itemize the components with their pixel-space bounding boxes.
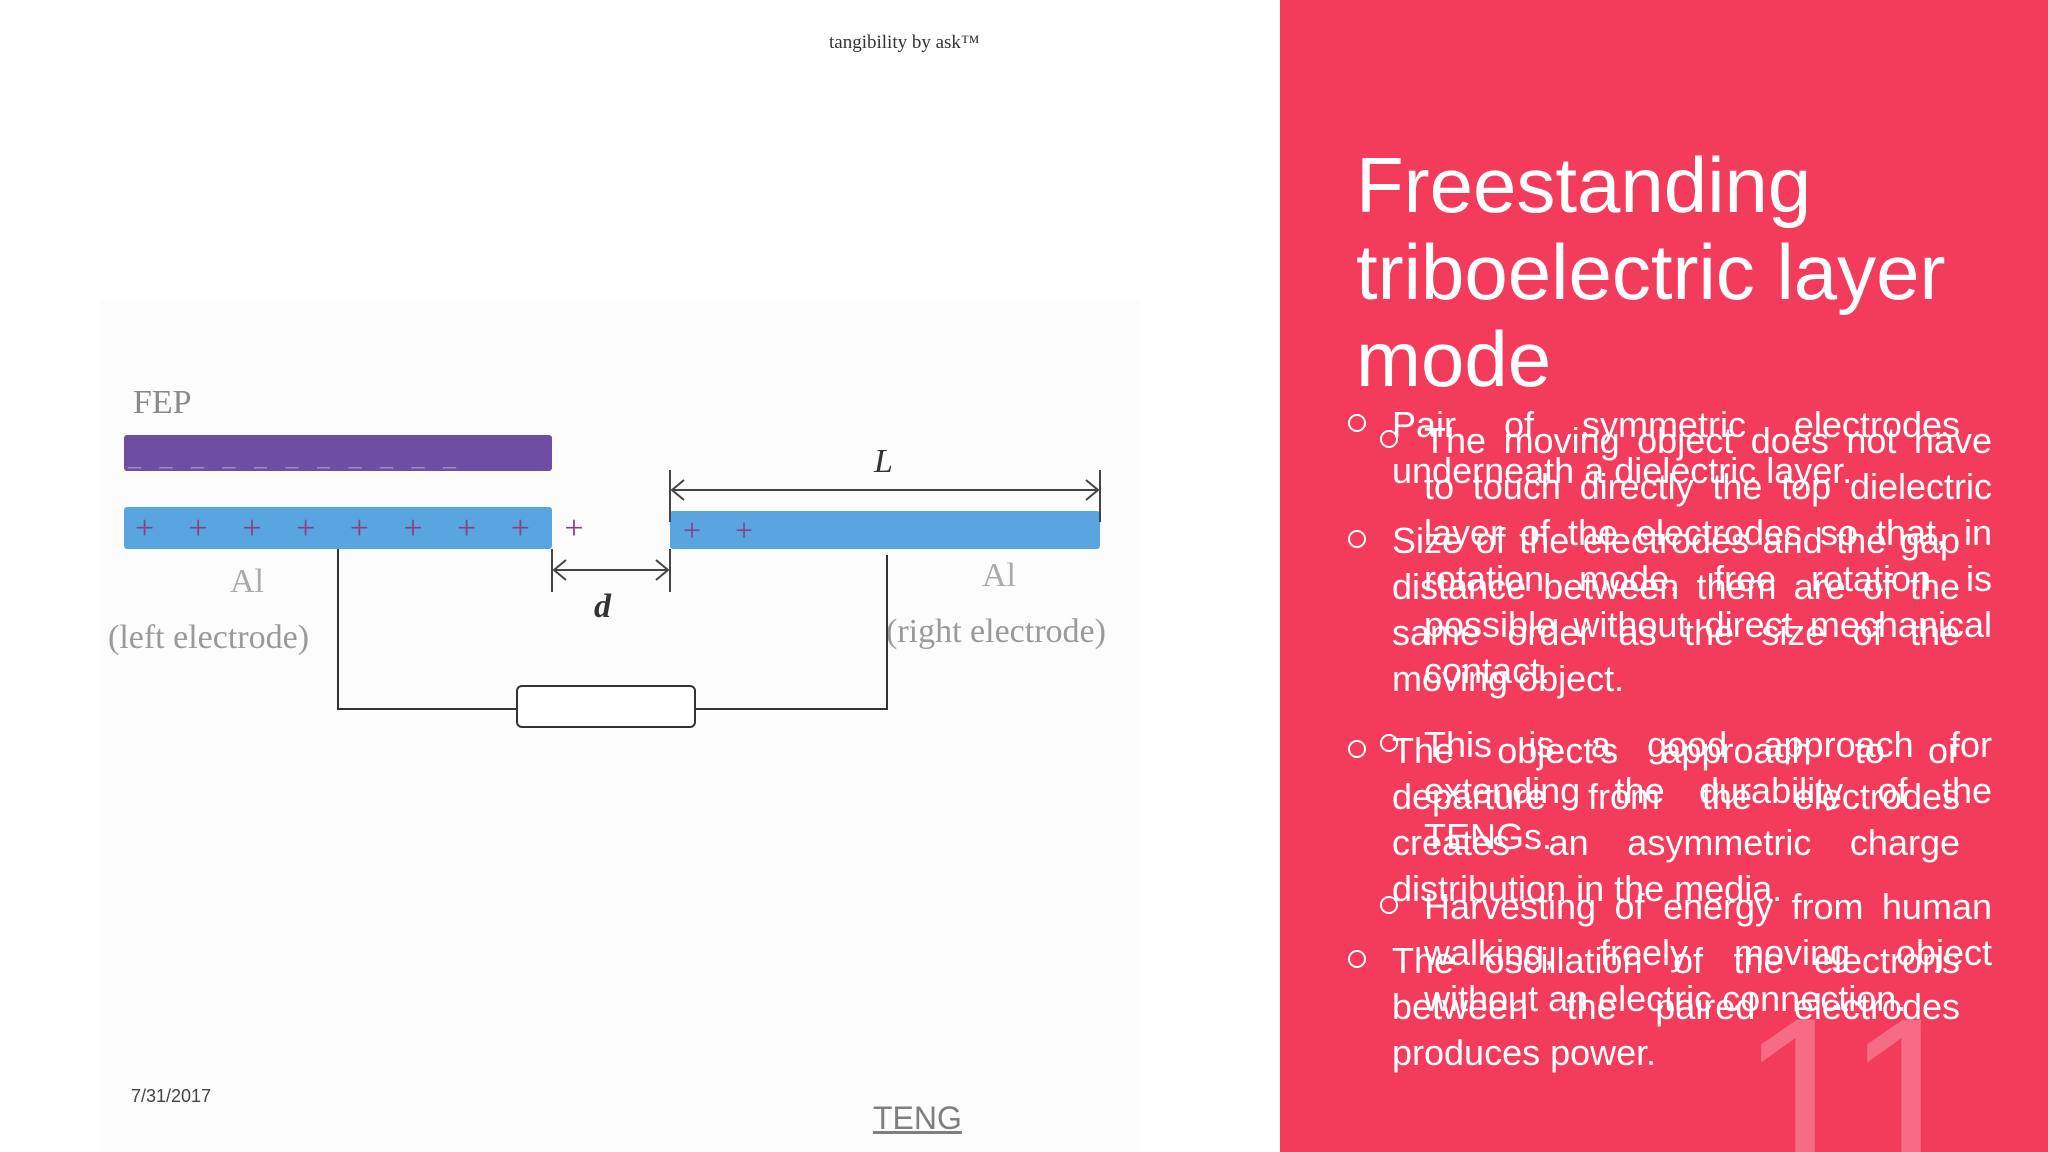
circuit-wire-left xyxy=(337,549,517,710)
diagram-pane: tangibility by ask™ FEP _ _ _ _ _ _ _ _ … xyxy=(108,32,1106,1136)
bullet-list-secondary: The moving object does not have to touch… xyxy=(1280,0,2048,1152)
right-electrode-caption: (right electrode) xyxy=(886,613,1106,650)
left-material-label: Al xyxy=(230,563,264,600)
fep-label: FEP xyxy=(133,384,192,421)
bullet-item: The moving object does not have to touch… xyxy=(1380,418,1992,694)
footer-teng-link[interactable]: TENG xyxy=(873,1100,962,1136)
right-electrode xyxy=(670,511,1100,549)
bullet-item: The object's approach to or departure fr… xyxy=(1348,728,1960,912)
bullet-item: Size of the electrodes and the gap dista… xyxy=(1348,518,1960,702)
fep-negative-charges: _ _ _ _ _ _ _ _ _ _ _ xyxy=(127,442,462,471)
slide-number: 11 xyxy=(1740,972,1969,1152)
brand-header: tangibility by ask™ xyxy=(829,32,980,53)
circle-bullet-icon xyxy=(1348,740,1366,758)
freestanding-teng-diagram: FEP _ _ _ _ _ _ _ _ _ _ _ + + + + + + + … xyxy=(108,384,1106,728)
circle-bullet-icon xyxy=(1380,430,1398,448)
load-resistor xyxy=(516,685,696,728)
length-label: L xyxy=(873,443,893,480)
slide-date: 7/31/2017 xyxy=(131,1086,212,1106)
circle-bullet-icon xyxy=(1380,734,1398,752)
circle-bullet-icon xyxy=(1380,896,1398,914)
bullet-item: The oscillation of the electrons between… xyxy=(1348,938,1960,1076)
circuit-wire-right xyxy=(695,555,888,710)
slide-title: Freestanding triboelectric layer mode xyxy=(1356,141,1946,403)
length-arrow-head-right xyxy=(1085,479,1100,501)
left-electrode-caption: (left electrode) xyxy=(108,619,309,656)
fep-layer xyxy=(124,435,552,471)
bullet-list-primary: Pair of symmetric electrodes underneath … xyxy=(1280,0,2048,1152)
circle-bullet-icon xyxy=(1348,530,1366,548)
gap-arrow-head-right xyxy=(655,559,670,581)
circle-bullet-icon xyxy=(1348,950,1366,968)
left-electrode xyxy=(124,507,552,549)
bullet-item: Pair of symmetric electrodes underneath … xyxy=(1348,402,1960,494)
left-positive-charges: + + + + + + + + + xyxy=(135,510,597,547)
bullet-item: This is a good approach for extending th… xyxy=(1380,722,1992,860)
content-panel: 11 Freestanding triboelectric layer mode… xyxy=(1280,0,2048,1152)
bullet-item: Harvesting of energy from human walking,… xyxy=(1380,884,1992,1022)
length-arrow-head-left xyxy=(670,479,685,501)
gap-label: d xyxy=(594,588,612,625)
right-material-label: Al xyxy=(982,557,1016,594)
right-positive-charges: + + xyxy=(683,512,766,548)
gap-arrow-head-left xyxy=(552,559,567,581)
circle-bullet-icon xyxy=(1348,414,1366,432)
